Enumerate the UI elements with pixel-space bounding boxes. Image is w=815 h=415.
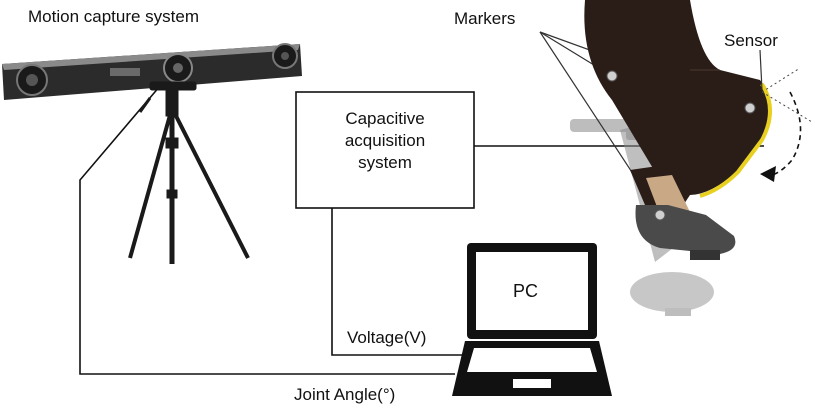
markers <box>606 70 756 221</box>
rotation-arrowhead <box>760 166 776 182</box>
marker-hip <box>606 70 618 82</box>
joint-angle-line <box>79 85 455 375</box>
acquisition-line-1: Capacitive <box>345 109 425 128</box>
acquisition-line-2: acquisition <box>344 131 426 151</box>
marker-knee <box>744 102 756 114</box>
acquisition-system-box <box>295 91 475 209</box>
tripod <box>128 81 250 264</box>
sensor-label: Sensor <box>724 31 778 50</box>
motion-capture-label: Motion capture system <box>28 7 200 26</box>
acquisition-line-3: system <box>358 153 412 173</box>
sensor-indicators <box>759 49 813 182</box>
markers-label: Markers <box>454 9 516 28</box>
pc-laptop <box>452 243 612 396</box>
rotation-arrow <box>769 91 802 177</box>
voltage-label: Voltage(V) <box>347 328 427 347</box>
acquisition-system-label: Capacitive acquisition system <box>296 108 474 174</box>
marker-ankle <box>654 209 666 221</box>
voltage-line <box>331 208 465 356</box>
joint-angle-label: Joint Angle(°) <box>294 385 396 404</box>
pc-label: PC <box>513 281 539 301</box>
motion-capture-camera <box>2 43 302 100</box>
